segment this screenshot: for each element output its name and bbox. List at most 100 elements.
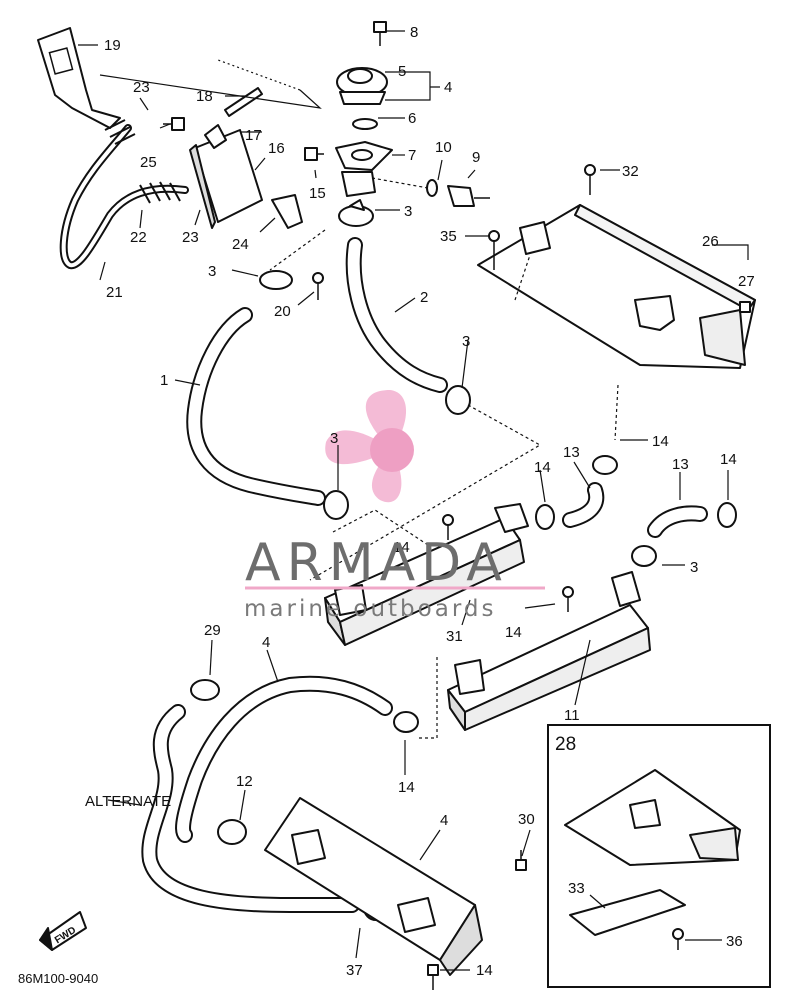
label-26: 26	[702, 233, 719, 250]
label-24: 24	[232, 236, 249, 253]
hose-coil-22	[104, 119, 181, 204]
label-25: 25	[140, 154, 157, 171]
leader-lines	[78, 30, 749, 971]
label-13-right: 13	[672, 456, 689, 473]
label-14-b: 14	[534, 459, 551, 476]
label-3-left: 3	[208, 263, 216, 280]
clamp-14-d	[631, 545, 657, 567]
label-35: 35	[440, 228, 457, 245]
label-3-top: 3	[404, 203, 412, 220]
label-9: 9	[472, 149, 480, 166]
clamp-3-upper	[338, 199, 374, 227]
clamp-3-left	[259, 270, 293, 290]
propeller-icon	[325, 390, 414, 503]
label-7: 7	[408, 147, 416, 164]
label-16: 16	[268, 140, 285, 157]
label-14-e: 12	[236, 773, 253, 790]
clamp-14-a	[592, 455, 618, 475]
label-21: 21	[106, 284, 123, 301]
hose-2	[345, 237, 448, 393]
label-15: 15	[309, 185, 326, 202]
label-29: 31	[446, 628, 463, 645]
label-14-c: 14	[720, 451, 737, 468]
label-31: 14	[505, 624, 522, 641]
label-4: 4	[444, 79, 452, 96]
label-3-lower: 3	[330, 430, 338, 447]
bolt-25	[163, 117, 185, 131]
sensor-9	[447, 185, 490, 207]
label-3-mid: 3	[462, 333, 470, 350]
clamp-3-lower	[323, 490, 349, 520]
watermark-tagline: marine outboards	[244, 596, 496, 622]
drawing-code: 86M100-9040	[18, 971, 98, 986]
gasket-6	[352, 118, 378, 130]
radiator-plate-26	[477, 204, 756, 369]
label-19: 19	[104, 37, 121, 54]
part-labels: 19 8 5 4 23 18 6 25 17 16 7 10 9 32 15 3…	[85, 24, 755, 979]
forward-arrow-icon	[39, 911, 87, 951]
label-22: 22	[130, 229, 147, 246]
label-11: 4	[262, 634, 270, 651]
label-14-d: 3	[690, 559, 698, 576]
label-30: 4	[440, 812, 448, 829]
hose-12	[141, 704, 360, 913]
label-27: 27	[738, 273, 755, 290]
overflow-hose-21	[59, 124, 189, 270]
label-3-rail: 14	[393, 539, 410, 556]
reservoir-bracket-19	[37, 27, 121, 129]
alternate-box	[547, 724, 771, 988]
label-5: 5	[398, 63, 406, 80]
label-32: 32	[622, 163, 639, 180]
hose-11	[175, 675, 393, 843]
bolt-33	[515, 850, 527, 871]
label-37: 36	[726, 933, 743, 950]
label-1: 1	[160, 372, 168, 389]
label-33: 30	[518, 811, 535, 828]
label-28: 11	[564, 707, 580, 724]
clamp-24	[271, 194, 303, 229]
label-6: 6	[408, 110, 416, 127]
bolt-31	[562, 586, 574, 612]
label-13-left: 13	[563, 444, 580, 461]
screw-20	[312, 272, 324, 300]
label-34: 14	[476, 962, 493, 979]
label-17: 17	[245, 127, 262, 144]
label-12: ALTERNATE	[85, 793, 171, 810]
bolt-15	[304, 147, 324, 161]
label-4-left: 29	[204, 622, 221, 639]
label-14-f: 37	[346, 962, 363, 979]
cooling-rail-28	[447, 571, 651, 731]
label-23-top: 23	[133, 79, 150, 96]
bolt-32	[584, 164, 596, 195]
clamp-14-e	[217, 819, 247, 845]
clamp-4-right	[393, 711, 419, 733]
washer-10	[426, 179, 438, 197]
label-23-bottom: 23	[182, 229, 199, 246]
label-36: 33	[568, 880, 585, 897]
label-20: 20	[274, 303, 291, 320]
hose-13-left	[562, 482, 605, 528]
alternate-title: 28	[555, 734, 576, 755]
label-10: 10	[435, 139, 452, 156]
bolt-8	[373, 21, 387, 46]
label-4-right: 14	[398, 779, 415, 796]
armada-logo-watermark	[325, 390, 414, 503]
clamp-4-left	[190, 679, 220, 701]
bolt-34	[427, 964, 439, 990]
label-18: 18	[196, 88, 213, 105]
reservoir-tank-17	[189, 124, 263, 229]
label-2: 2	[420, 289, 428, 306]
hose-13-right	[647, 505, 708, 538]
bolt-3-rail	[442, 514, 454, 540]
watermark-brand: ARMADA	[245, 533, 508, 593]
cooling-rail-29	[324, 503, 529, 646]
bolt-35	[488, 230, 500, 270]
radiator-cap-5	[336, 67, 388, 105]
pipe-18	[224, 87, 263, 117]
bolt-27	[739, 301, 751, 313]
mounting-plate-30	[264, 797, 483, 976]
hose-1	[186, 307, 326, 506]
label-8: 8	[410, 24, 418, 41]
housing-7	[335, 141, 393, 197]
